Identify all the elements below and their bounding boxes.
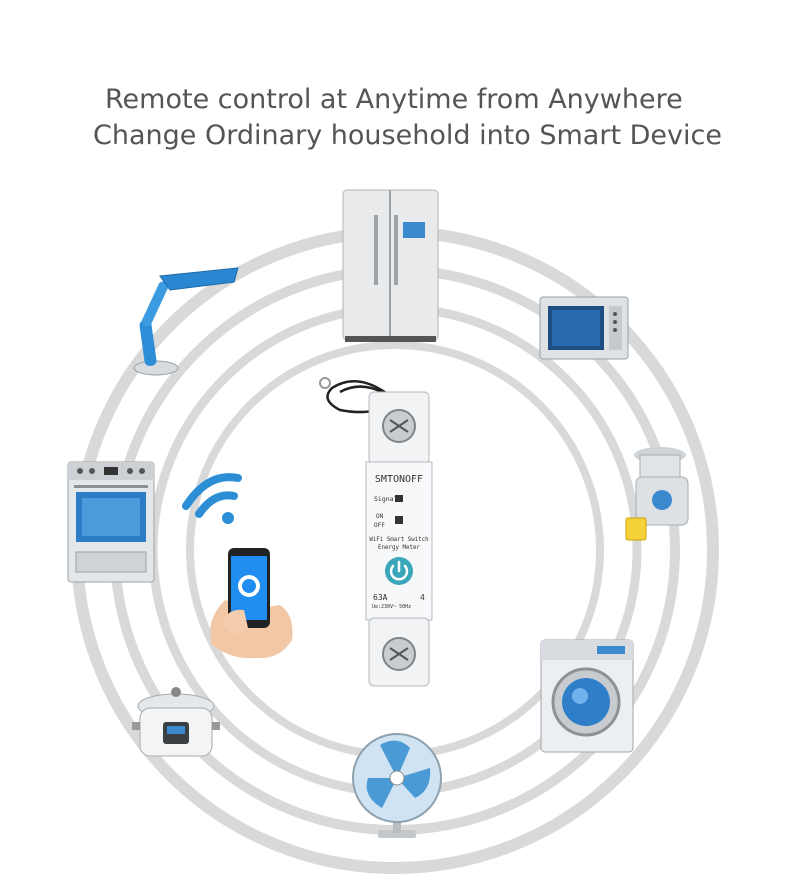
device-pole-mark: 4 [420, 593, 425, 602]
headline-line-1: Remote control at Anytime from Anywhere [105, 84, 683, 115]
headline-line-2: Change Ordinary household into Smart Dev… [93, 120, 722, 151]
fan-icon [352, 733, 442, 838]
oven-icon [67, 461, 155, 583]
device-spec: Ue:230V~ 50Hz [372, 604, 411, 610]
on-off-led [395, 516, 403, 524]
wifi-icon [182, 473, 242, 524]
signal-led [395, 495, 403, 502]
smart-breaker-device: SMTONOFF Signal ON OFF WiFi Smart Switch… [365, 391, 433, 687]
juicer-icon [625, 447, 689, 541]
desk-lamp-icon [133, 267, 239, 376]
device-desc-line-2: Energy Meter [378, 545, 420, 551]
device-brand: SMTONOFF [375, 474, 423, 485]
rice-cooker-icon [132, 687, 220, 757]
device-on-label: ON [376, 513, 384, 520]
microwave-icon [539, 296, 629, 360]
refrigerator-icon [342, 189, 439, 342]
device-signal-label: Signal [374, 495, 398, 503]
smartphone-hand-icon [210, 548, 293, 659]
washing-machine-icon [540, 639, 634, 753]
device-off-label: OFF [374, 522, 385, 529]
device-rating: 63A [373, 593, 388, 602]
device-desc-line-1: WiFi Smart Switch [369, 537, 428, 543]
